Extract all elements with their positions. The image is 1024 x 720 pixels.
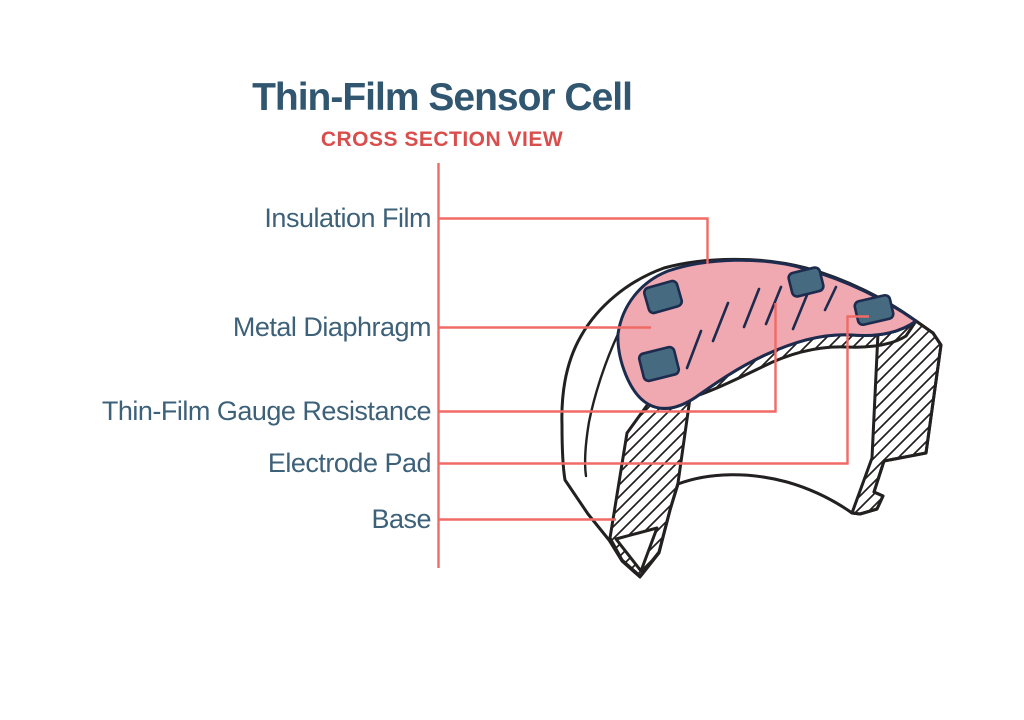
metal-diaphragm-surface [616, 258, 918, 410]
leg-tip-notch [614, 526, 659, 573]
leader-insulation-film [438, 217, 709, 264]
label-base: Base [371, 504, 431, 534]
label-insulation-film: Insulation Film [264, 203, 431, 233]
electrode-pad-top-left [642, 279, 684, 315]
leader-electrode-pad [438, 315, 869, 465]
label-electrode-pad: Electrode Pad [267, 448, 432, 478]
label-metal-diaphragm: Metal Diaphragm [232, 312, 432, 342]
leader-lines [437, 163, 869, 568]
gauge-line [711, 301, 730, 343]
gauge-line [685, 329, 703, 370]
left-rim-edge [583, 332, 620, 478]
cavity-front-edge [676, 473, 854, 515]
gauge-resistance-lines [685, 285, 838, 370]
label-thin-film-gauge-resistance: Thin-Film Gauge Resistance [101, 396, 432, 426]
leader-gauge-resistance [438, 303, 777, 413]
gauge-line [823, 285, 838, 312]
gauge-line [742, 287, 761, 329]
gauge-line [764, 285, 783, 326]
page-subtitle: CROSS SECTION VIEW [320, 128, 564, 151]
electrode-pads [637, 266, 895, 383]
electrode-pad-bottom-left [637, 345, 681, 383]
page-title: Thin-Film Sensor Cell [252, 76, 633, 119]
electrode-pad-top-right [787, 266, 825, 298]
gauge-line [791, 293, 809, 331]
